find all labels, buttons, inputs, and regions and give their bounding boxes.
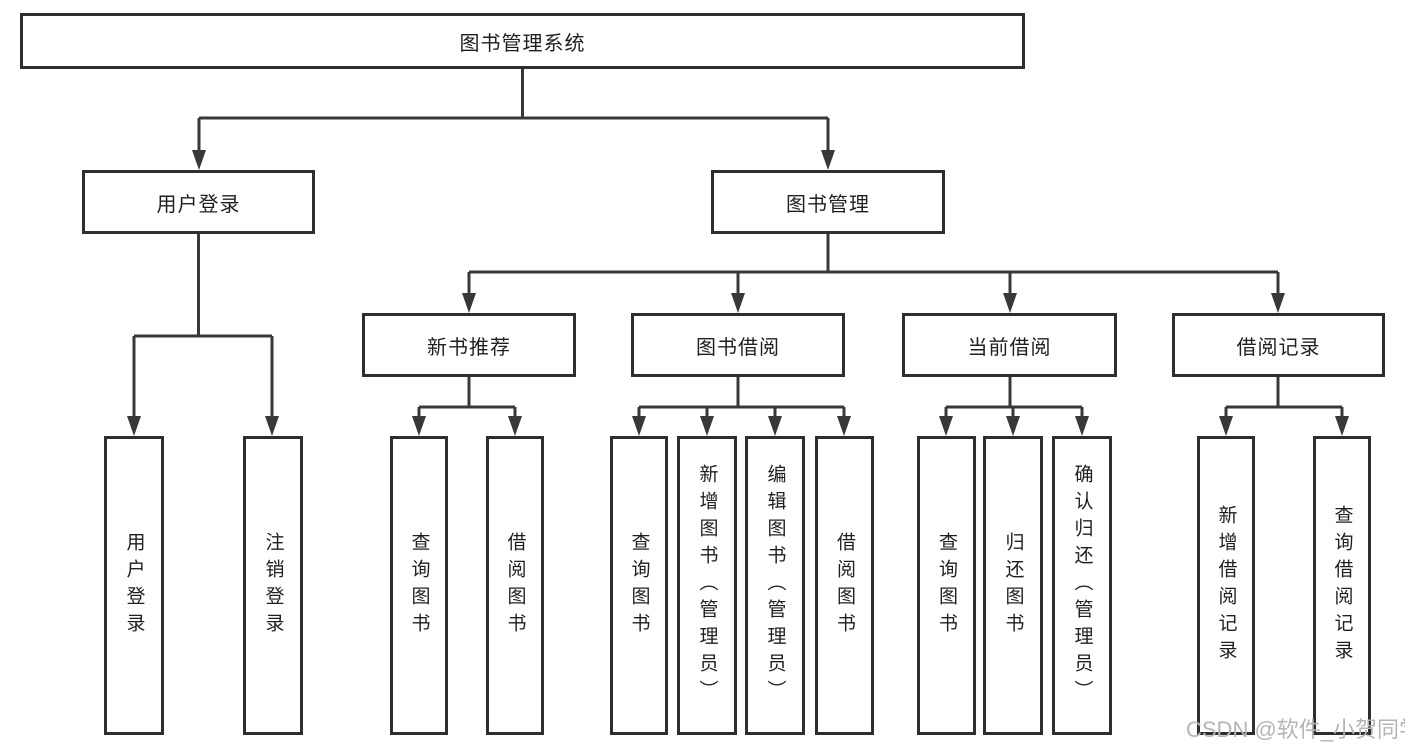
arrowhead-icon	[127, 416, 141, 436]
leaf-cb-query-books: 查询图书	[917, 436, 976, 735]
arrowhead-icon	[1271, 293, 1285, 313]
leaf-nb-borrow-books-label: 借阅图书	[504, 531, 526, 640]
node-root: 图书管理系统	[20, 13, 1025, 69]
leaf-bb-query-books-label: 查询图书	[628, 531, 650, 640]
leaf-bb-query-books: 查询图书	[610, 436, 668, 735]
leaf-bb-edit-books-admin: 编辑图书（管理员）	[745, 436, 805, 735]
leaf-bb-borrow-books: 借阅图书	[815, 436, 874, 735]
leaf-cb-confirm-return-admin-label: 确认归还（管理员）	[1071, 464, 1093, 707]
leaf-bb-add-books-admin: 新增图书（管理员）	[677, 436, 737, 735]
node-user-login-label: 用户登录	[156, 193, 241, 216]
arrowhead-icon	[821, 150, 835, 170]
arrowhead-icon	[412, 416, 426, 436]
leaf-br-query-record: 查询借阅记录	[1313, 436, 1371, 735]
arrowhead-icon	[508, 416, 522, 436]
connector-path	[132, 68, 1344, 418]
leaf-cb-return-books: 归还图书	[983, 436, 1043, 735]
leaf-nb-borrow-books: 借阅图书	[486, 436, 544, 735]
leaf-cb-return-books-label: 归还图书	[1002, 531, 1024, 640]
arrowhead-icon	[1075, 416, 1089, 436]
node-book-borrow-label: 图书借阅	[696, 336, 780, 359]
arrowhead-icon	[939, 416, 953, 436]
leaf-nb-query-books: 查询图书	[390, 436, 448, 735]
leaf-br-add-record-label: 新增借阅记录	[1215, 504, 1237, 667]
leaf-bb-add-books-admin-label: 新增图书（管理员）	[696, 464, 718, 707]
arrowhead-icon	[1006, 416, 1020, 436]
node-book-borrow: 图书借阅	[631, 313, 845, 377]
watermark: CSDN @软件_小贺同学	[1186, 717, 1405, 742]
node-new-book-recommend: 新书推荐	[362, 313, 576, 377]
arrowhead-icon	[837, 416, 851, 436]
node-book-management: 图书管理	[711, 170, 945, 234]
node-book-management-label: 图书管理	[786, 193, 870, 216]
arrowhead-icon	[700, 416, 714, 436]
arrowhead-icon	[1003, 293, 1017, 313]
node-new-book-recommend-label: 新书推荐	[427, 336, 511, 359]
node-current-borrow-label: 当前借阅	[967, 336, 1052, 359]
leaf-logout-label: 注销登录	[262, 531, 284, 640]
leaf-br-add-record: 新增借阅记录	[1197, 436, 1255, 735]
leaf-bb-edit-books-admin-label: 编辑图书（管理员）	[764, 464, 786, 707]
arrowhead-icon	[1219, 416, 1233, 436]
leaf-user-login-label: 用户登录	[123, 531, 145, 640]
arrowhead-icon	[1335, 416, 1349, 436]
node-borrow-records: 借阅记录	[1172, 313, 1385, 377]
leaf-cb-query-books-label: 查询图书	[936, 531, 957, 640]
arrowhead-icon	[632, 416, 646, 436]
node-current-borrow: 当前借阅	[902, 313, 1117, 377]
leaf-br-query-record-label: 查询借阅记录	[1331, 504, 1353, 667]
leaf-bb-borrow-books-label: 借阅图书	[834, 531, 855, 640]
arrowheads	[127, 150, 1349, 436]
arrowhead-icon	[731, 293, 745, 313]
leaf-cb-confirm-return-admin: 确认归还（管理员）	[1052, 436, 1112, 735]
arrowhead-icon	[462, 293, 476, 313]
node-root-label: 图书管理系统	[459, 32, 586, 55]
leaf-nb-query-books-label: 查询图书	[408, 531, 430, 640]
arrowhead-icon	[768, 416, 782, 436]
arrowhead-icon	[265, 416, 279, 436]
node-user-login: 用户登录	[82, 170, 315, 234]
leaf-logout: 注销登录	[243, 436, 303, 735]
leaf-user-login: 用户登录	[104, 436, 164, 735]
node-borrow-records-label: 借阅记录	[1236, 336, 1321, 359]
arrowhead-icon	[192, 150, 206, 170]
